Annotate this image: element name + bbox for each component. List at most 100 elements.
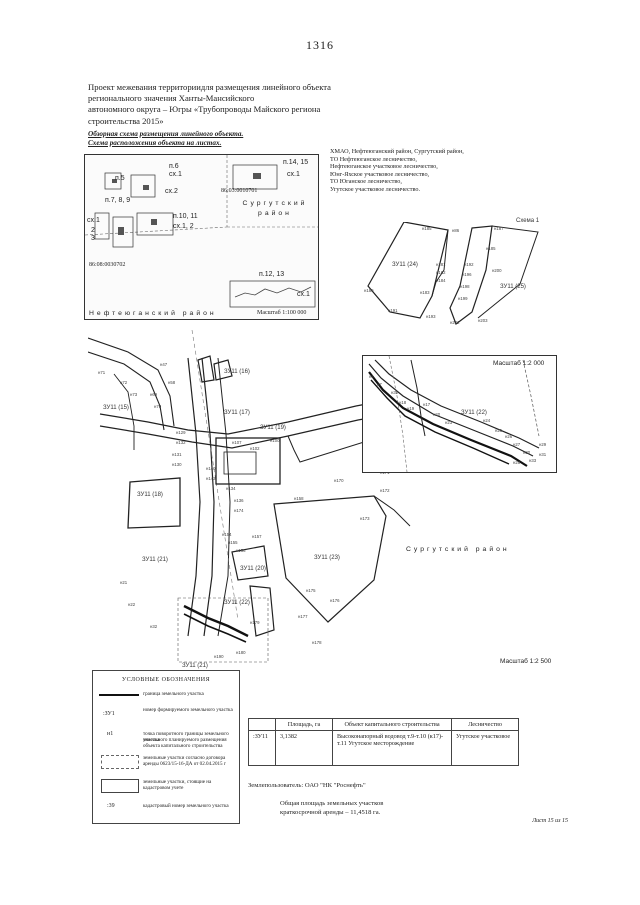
cadastral-block: 86:08:0030702 <box>89 262 126 268</box>
legend-title: УСЛОВНЫЕ ОБОЗНАЧЕНИЯ <box>121 677 211 683</box>
point-label: н199 <box>458 296 468 301</box>
point-label: н7 <box>377 382 382 387</box>
point-label: н102 <box>250 446 260 451</box>
sheet-label: п.12, 13 <box>259 271 285 278</box>
point-label: н190 <box>214 654 224 659</box>
scheme-1-graphics <box>367 222 539 325</box>
plot-label: ЗУ11 (17) <box>224 410 250 416</box>
main-scale: Масштаб 1:2 500 <box>500 658 552 665</box>
title-line: регионального значения Ханты-Мансийского <box>88 93 255 104</box>
point-label: н129 <box>176 430 186 435</box>
sheet-frame <box>136 212 174 236</box>
district-surgut-label: Сургутский район <box>242 200 308 217</box>
pipeline-route <box>234 286 312 298</box>
point-label: н107 <box>232 440 242 445</box>
point-label: н30 <box>523 450 531 455</box>
title-line: Проект межевания территориидля размещени… <box>88 82 331 92</box>
point-label: н22 <box>128 602 136 607</box>
sheet-label: п.14, 15 <box>283 159 309 166</box>
point-label: н177 <box>298 614 308 619</box>
plot-label: ЗУ11 (24) <box>392 262 418 268</box>
total-area-line: Общая площадь земельных участков <box>280 800 384 807</box>
point-label: н19 <box>407 406 415 411</box>
sheet-label: сх.1 <box>287 171 300 178</box>
plot-outline <box>127 477 181 529</box>
corridor-line <box>217 357 231 637</box>
admin-line: Нефтеюганское участковое лесничество, <box>330 163 438 171</box>
point-label: н158 <box>294 496 304 501</box>
point-label: н100 <box>270 438 280 443</box>
point-label: н32 <box>391 390 399 395</box>
title-line: строительства 2015» <box>88 115 164 126</box>
pipeline-segment <box>151 219 157 225</box>
road <box>88 337 175 427</box>
plot-outline <box>231 545 269 581</box>
plot-outline <box>449 225 493 325</box>
legend-item: номер формируемого земельного участка <box>143 707 233 713</box>
point-label: н200 <box>492 268 502 273</box>
legend-item: земельные участки, стоящие на кадастрово… <box>143 779 212 791</box>
plot-label: ЗУ11 (15) <box>103 405 129 411</box>
document-title: Проект межевания территориидля размещени… <box>88 82 368 127</box>
point-label: н180 <box>236 650 246 655</box>
sheet-frame <box>94 212 110 240</box>
point-label: н170 <box>334 478 344 483</box>
point-label: н31 <box>539 452 547 457</box>
legend-item: точка поворотного границы земельного уча… <box>143 731 229 743</box>
point-label: н25 <box>495 428 503 433</box>
point-label: н32 <box>150 624 158 629</box>
sheet-frame <box>112 216 134 248</box>
overview-scale: Масштаб 1:100 000 <box>257 310 307 316</box>
point-label: н72 <box>120 380 128 385</box>
point-label: н1 <box>369 374 374 379</box>
corridor-line <box>368 363 534 457</box>
table-header: Площадь, га <box>275 718 333 731</box>
plot-label: ЗУ11 (22) <box>461 410 487 416</box>
scheme-1-title: Схема 1 <box>516 218 540 224</box>
point-label: н181 <box>436 262 446 267</box>
point-label: н132 <box>176 440 186 445</box>
point-label: н187 <box>494 226 504 231</box>
table-cell: Высоконапорный водовод т.9-т.10 (к17)-т.… <box>332 730 452 766</box>
sheet-label: п.6 <box>169 163 179 170</box>
legend-item: кадастровый номер земельного участка <box>143 803 229 809</box>
point-label: н47 <box>160 362 168 367</box>
sheet-label: сх.1 <box>169 171 182 178</box>
point-label: н18 <box>399 400 407 405</box>
total-area-line: краткосрочной аренды – 11,4518 га. <box>280 809 381 816</box>
table-header-row: Площадь, га Объект капитального строител… <box>248 718 519 731</box>
point-label: н140 <box>206 466 216 471</box>
point-label: н29 <box>539 442 547 447</box>
point-label: н134 <box>226 486 236 491</box>
subtitle-sheets: Схема расположения объекта на листах. <box>88 139 222 147</box>
point-label: н172 <box>380 488 390 493</box>
plot-outline <box>367 222 449 319</box>
pipeline-segment <box>253 173 261 179</box>
table-header <box>248 718 276 731</box>
plot-label: ЗУ11 (19) <box>260 425 286 431</box>
point-label: н192 <box>464 262 474 267</box>
plot-label: ЗУ11 (23) <box>314 555 340 561</box>
corridor-line <box>99 413 393 449</box>
legend-item: граница земельного участка <box>143 691 204 697</box>
main-map-graphics <box>88 330 425 663</box>
inset-map: Масштаб 1:2 000 ЗУ11 (22) н1 н7 н32 н18 … <box>362 355 557 473</box>
point-label: н183 <box>420 290 430 295</box>
point-label: н185 <box>486 246 496 251</box>
point-label: н198 <box>460 284 470 289</box>
point-label: н157 <box>252 534 262 539</box>
plot-label: ЗУ11 (25) <box>500 284 526 290</box>
plot-outline <box>213 359 233 381</box>
point-label: н28 <box>513 460 521 465</box>
sheet-label: 2 <box>91 227 95 234</box>
sheet-label: п.5 <box>115 175 125 182</box>
legend-extra: земельного планируемого размещения объек… <box>143 737 227 749</box>
sheet-label: сх.1, 2 <box>173 223 194 230</box>
table-row: :ЗУ11 3,1382 Высоконапорный водовод т.9-… <box>248 730 519 766</box>
point-label: н131 <box>172 452 182 457</box>
inset-frame <box>177 597 269 663</box>
pipeline <box>368 371 528 467</box>
plot-outline <box>197 355 215 383</box>
legend-extra: земельные участки согласно договора арен… <box>143 755 226 767</box>
corridor-line <box>201 357 215 637</box>
